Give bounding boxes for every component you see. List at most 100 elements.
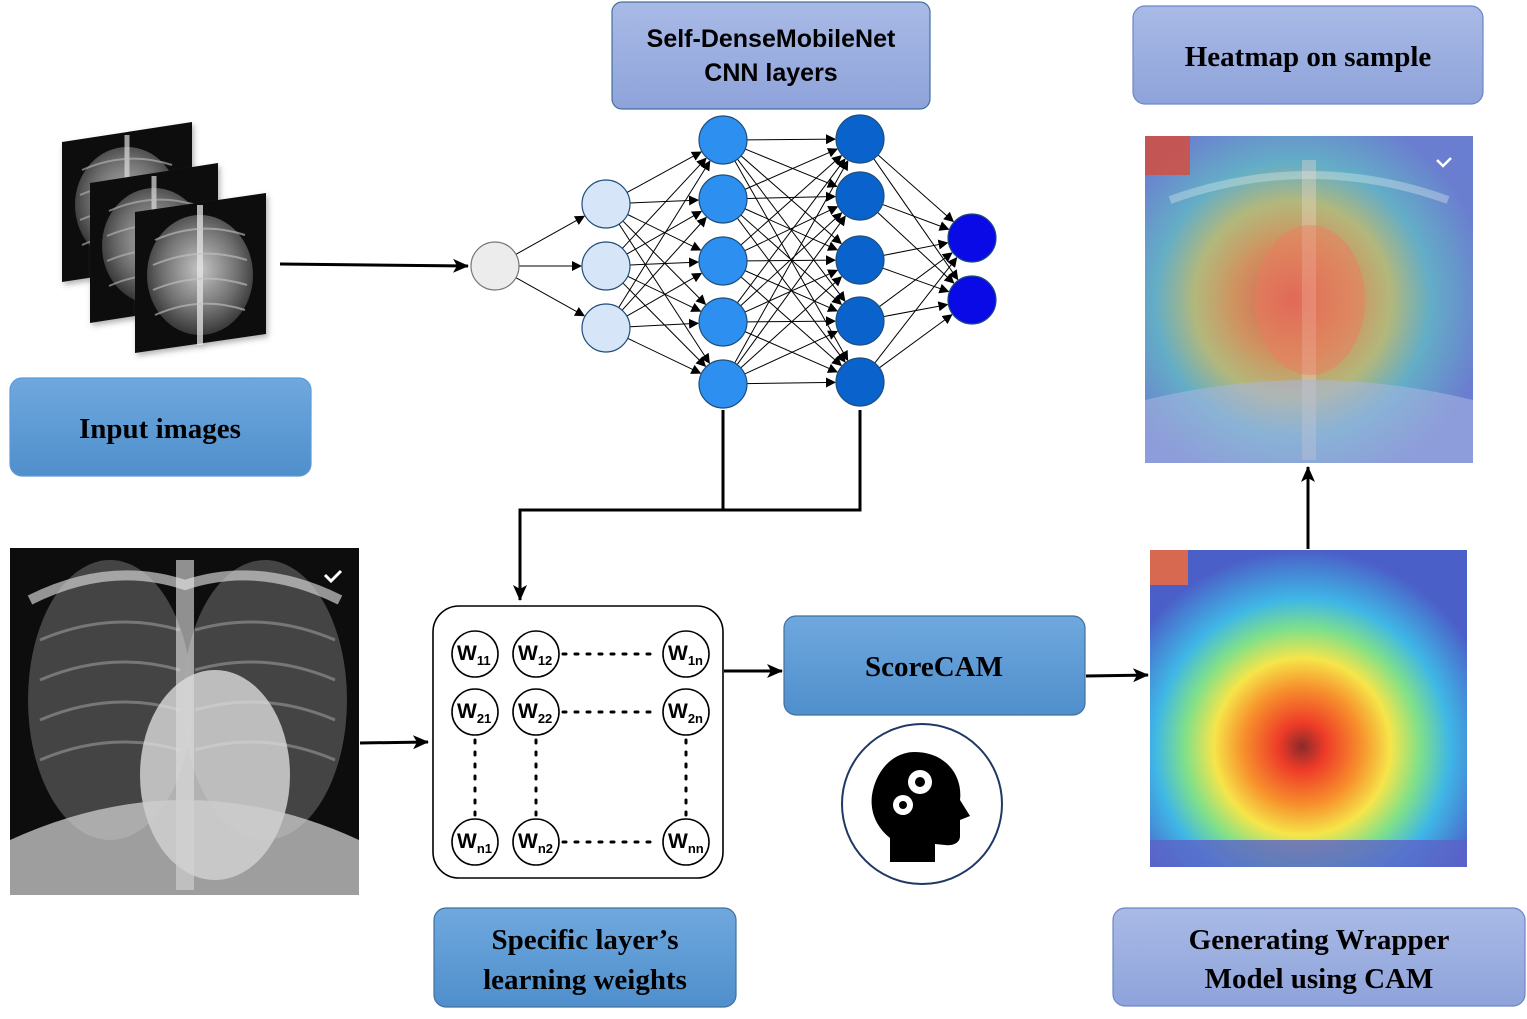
neuron-layer-3 [698, 359, 748, 409]
scorecam-label: ScoreCAM [865, 651, 1003, 683]
cnn-layers-title-line2: CNN layers [704, 59, 837, 87]
weight-cell-label: W21 [457, 700, 491, 726]
network-edge [734, 159, 849, 364]
neuron-layer-3 [698, 297, 748, 347]
weight-cell: W21 [451, 688, 499, 736]
sample-chest-xray [10, 548, 359, 895]
network-edge [627, 275, 702, 312]
network-edge [626, 210, 703, 255]
network-edge [621, 157, 707, 249]
network-edge [744, 331, 839, 373]
weight-cell: W12 [512, 630, 560, 678]
network-edge [629, 318, 700, 329]
weight-cell-circle [512, 688, 560, 736]
network-edge [736, 215, 846, 365]
weight-cell-label: W12 [518, 642, 552, 668]
neuron-layer-3 [698, 236, 748, 286]
neuron-layer-2 [581, 179, 631, 229]
network-connections [515, 134, 959, 388]
network-edge [746, 255, 837, 266]
heatmap-overlay-xray [1145, 136, 1473, 463]
heatmap-on-sample-label: Heatmap on sample [1185, 41, 1432, 73]
input-xray-image-3 [135, 193, 266, 353]
neuron-layer-4 [835, 296, 885, 346]
network-neurons [470, 114, 997, 409]
network-edge [618, 160, 711, 308]
weight-cell: Wn2 [512, 818, 560, 866]
weight-matrix-ellipsis [473, 652, 688, 844]
weight-cell-label: W2n [668, 700, 703, 726]
network-edge [626, 151, 702, 193]
network-edge [746, 134, 837, 145]
cnn-layers-title-line1: Self-DenseMobileNet [647, 25, 896, 53]
weight-cell: W11 [451, 630, 499, 678]
network-edge [515, 277, 586, 317]
weight-cell-circle [662, 688, 710, 736]
wrapper-label-line2: Model using CAM [1205, 963, 1434, 995]
heatmap-on-sample-label-box: Heatmap on sample [1132, 5, 1484, 105]
weight-cell: Wnn [662, 818, 710, 866]
weight-cell-circle [451, 630, 499, 678]
weight-cell-label: Wnn [668, 830, 704, 856]
network-edge [882, 203, 950, 231]
network-edge [744, 148, 839, 190]
network-edge [883, 239, 949, 256]
weight-cell-circle [662, 818, 710, 866]
neuron-layer-4 [835, 235, 885, 285]
weights-label-line2: learning weights [483, 964, 687, 996]
network-edge [878, 252, 953, 308]
network-edge [746, 316, 837, 327]
cnn-layers-label-box: Self-DenseMobileNet CNN layers [611, 1, 931, 110]
check-icon [323, 569, 343, 584]
neuron-layer-4 [835, 357, 885, 407]
network-edge [745, 148, 838, 188]
network-edge [879, 314, 953, 369]
neuron-layer-2 [581, 241, 631, 291]
weight-cell: W2n [662, 688, 710, 736]
network-edge [746, 377, 837, 388]
network-edge [744, 206, 839, 252]
neuron-layer-4 [835, 114, 885, 164]
weight-cell-circle [662, 630, 710, 678]
cam-heatmap [1150, 550, 1467, 867]
weight-cell: W22 [512, 688, 560, 736]
network-edge [736, 158, 846, 304]
network-edge [877, 154, 955, 223]
weight-cell-label: W11 [457, 642, 491, 668]
weights-label-box: Specific layer’s learning weights [433, 907, 737, 1008]
network-edge [740, 212, 843, 307]
neuron-layer-3 [698, 115, 748, 165]
network-edge [629, 195, 700, 206]
arrow-input-to-network [279, 258, 469, 273]
weight-cell-label: W22 [518, 700, 552, 726]
weight-cell-label: W1n [668, 642, 703, 668]
check-icon [1436, 157, 1452, 168]
weight-cell: W1n [662, 630, 710, 678]
wrapper-label-box: Generating Wrapper Model using CAM [1112, 907, 1526, 1007]
wrapper-label-line1: Generating Wrapper [1189, 924, 1450, 956]
network-edge [746, 191, 837, 202]
neuron-layer-2 [581, 303, 631, 353]
weight-cell-label: Wn1 [457, 830, 492, 856]
network-edge [740, 154, 843, 246]
neuron-layer-3 [698, 174, 748, 224]
network-edge [874, 256, 958, 364]
weight-cell-circle [512, 630, 560, 678]
arrow-xray-to-weights [359, 735, 429, 750]
neuron-layer-1 [470, 241, 520, 291]
network-edge [626, 272, 703, 317]
arrow-scorecam-to-cam [1085, 668, 1149, 683]
weight-cell-circle [451, 818, 499, 866]
neuron-layer-4 [835, 171, 885, 221]
network-edge [622, 220, 707, 305]
network-edge [744, 208, 839, 251]
network-edge [873, 158, 959, 281]
network-edge [515, 215, 586, 255]
input-xray-stack [62, 122, 266, 353]
network-edge [877, 211, 955, 284]
ai-head-gears-icon [841, 723, 1003, 885]
network-edge [621, 216, 707, 311]
network-edge [627, 337, 702, 374]
